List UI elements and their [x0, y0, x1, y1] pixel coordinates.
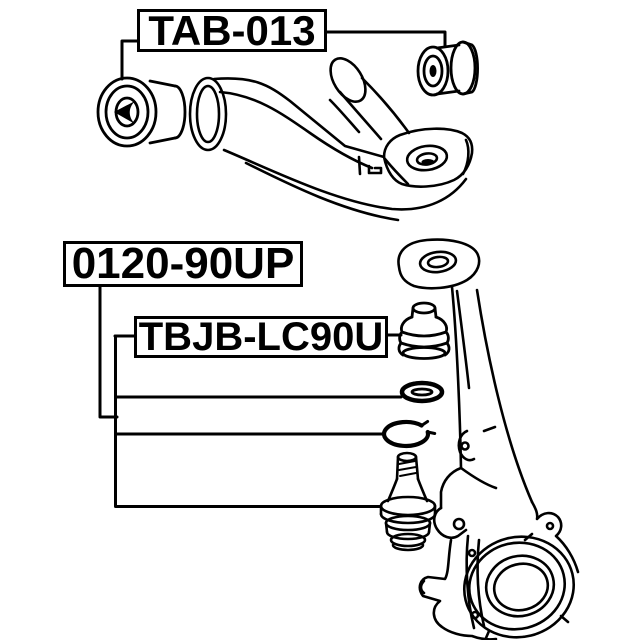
part-number-label-tab013: TAB-013: [137, 9, 327, 52]
part-number-label-tbjb-lc90u: TBJB-LC90U: [134, 316, 388, 358]
left-bushing-drawing: [96, 76, 187, 148]
ball-joint-flange: [379, 495, 437, 517]
hub-bore-outer: [462, 535, 576, 639]
ball-joint-platform: [382, 127, 474, 188]
leader-lines: [98, 30, 447, 508]
knuckle-left-ear: [432, 506, 468, 540]
leader-tab013-right: [325, 30, 447, 48]
knuckle-lower-left-outline: [418, 538, 498, 640]
ball-joint-boot-drawing: [397, 301, 451, 360]
ball-joint-drawing: [379, 451, 437, 552]
arm-right-pivot-tube: [329, 57, 367, 103]
knuckle-arm-right-edge: [475, 288, 534, 504]
upper-control-arm-drawing: [188, 57, 474, 222]
snap-ring-drawing: [381, 419, 437, 449]
part-number-label-0120-90up: 0120-90UP: [63, 241, 303, 287]
steering-knuckle-drawing: [397, 238, 580, 640]
arm-left-pivot-tube: [188, 76, 228, 152]
o-ring-drawing: [399, 380, 445, 404]
leader-tab013-left: [120, 39, 139, 81]
leader-main-vertical-to-balljoint: [114, 334, 382, 508]
hub-bore-inner: [484, 554, 556, 618]
knuckle-upper-ear: [397, 238, 481, 290]
leader-0120-vertical: [98, 285, 119, 419]
knuckle-arm-left-edge: [450, 285, 463, 470]
platform-boss-oval: [405, 144, 449, 172]
ball-joint-stud-top: [396, 451, 418, 463]
right-bushing-drawing: [416, 40, 479, 97]
